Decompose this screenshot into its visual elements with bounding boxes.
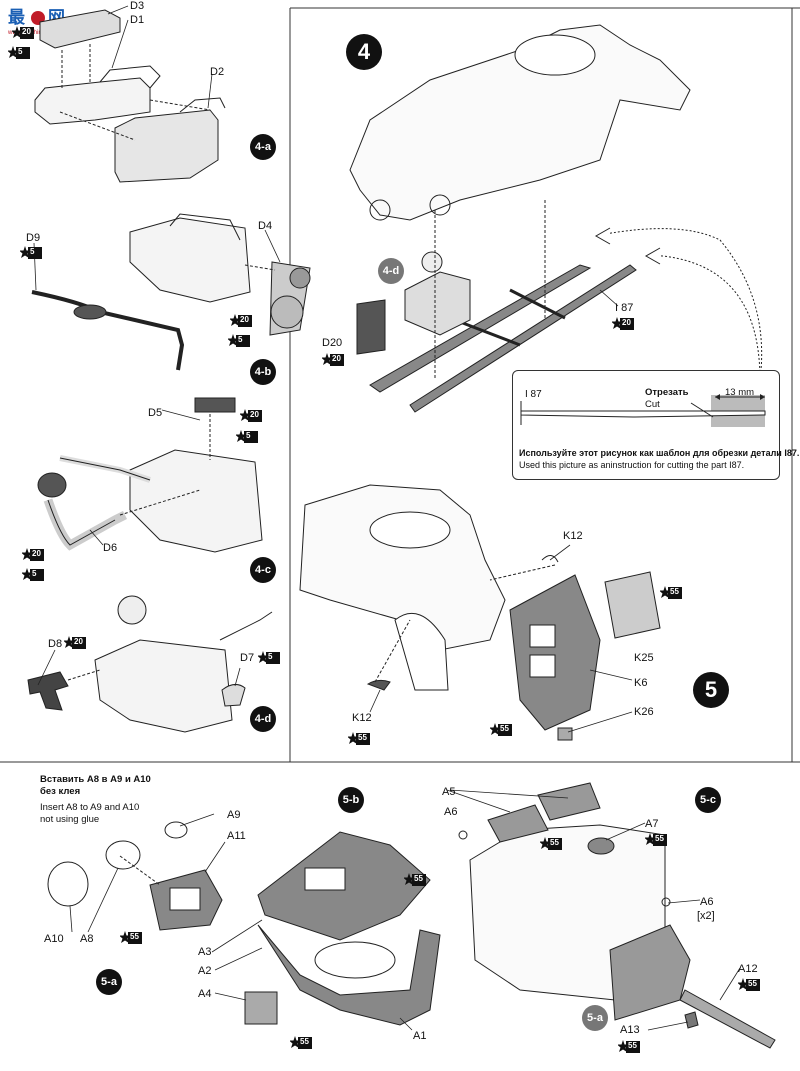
substep-4b-badge: 4-b bbox=[250, 359, 276, 385]
part-label-d1: D1 bbox=[130, 14, 145, 26]
part-label-a6-right: A6 bbox=[700, 896, 714, 908]
note-5a-ru-2: без клея bbox=[40, 786, 81, 797]
note-5a-en-2: not using glue bbox=[40, 814, 100, 825]
substep-4a-badge: 4-a bbox=[250, 134, 276, 160]
drawing-step4-hull bbox=[349, 24, 763, 413]
part-label-a6-left: A6 bbox=[444, 806, 458, 818]
template-length: 13 mm bbox=[725, 387, 755, 398]
substep-5c-badge: 5-c bbox=[695, 787, 721, 813]
part-label-a11: A11 bbox=[227, 830, 246, 842]
part-label-d9: D9 bbox=[26, 232, 41, 244]
drawing-step5-hull bbox=[299, 484, 661, 741]
sprue-tag: 20 bbox=[322, 353, 344, 367]
part-label-d8: D8 bbox=[48, 638, 63, 650]
sprue-tag: 5 bbox=[22, 568, 44, 582]
drawing-4d bbox=[27, 595, 273, 733]
part-label-a12: A12 bbox=[738, 963, 758, 975]
sprue-tag: 20 bbox=[22, 548, 44, 562]
part-label-d2: D2 bbox=[210, 66, 225, 78]
part-label-i87: I 87 bbox=[615, 302, 634, 314]
part-label-a10: A10 bbox=[44, 933, 64, 945]
substep-4d-ref-badge: 4-d bbox=[378, 258, 404, 284]
part-label-k6: K6 bbox=[634, 677, 648, 689]
sprue-tag: 55 bbox=[120, 931, 142, 945]
part-label-a5: A5 bbox=[442, 786, 456, 798]
part-label-d20: D20 bbox=[322, 337, 343, 349]
drawing-5b bbox=[244, 831, 441, 1026]
sprue-tag: 20 bbox=[240, 409, 262, 423]
part-label-k12-top: K12 bbox=[563, 530, 583, 542]
drawing-4b bbox=[31, 213, 311, 371]
step-4-badge: 4 bbox=[346, 34, 382, 70]
part-label-a9: A9 bbox=[227, 809, 241, 821]
part-label-a3: A3 bbox=[198, 946, 212, 958]
sprue-tag: 20 bbox=[230, 314, 252, 328]
svg-text:最: 最 bbox=[8, 8, 26, 28]
sprue-tag: 20 bbox=[612, 317, 634, 331]
part-label-a6-qty: [x2] bbox=[697, 910, 715, 922]
drawing-5a bbox=[47, 821, 223, 931]
leader-lines bbox=[33, 5, 741, 1031]
sprue-tag: 55 bbox=[540, 837, 562, 851]
drawing-5c bbox=[458, 782, 776, 1049]
template-cut-ru: Отрезать bbox=[645, 387, 689, 398]
note-5a: Вставить А8 в А9 и А10 без клея Insert A… bbox=[40, 774, 151, 826]
part-label-d3: D3 bbox=[130, 0, 145, 12]
template-part-label: I 87 bbox=[525, 389, 542, 400]
sprue-tag: 20 bbox=[12, 26, 34, 40]
sprue-tag: 55 bbox=[490, 723, 512, 737]
drawing-4a bbox=[34, 9, 226, 183]
substep-5b-badge: 5-b bbox=[338, 787, 364, 813]
sprue-tag: 5 bbox=[228, 334, 250, 348]
part-label-a7: A7 bbox=[645, 818, 659, 830]
part-label-k12-bottom: K12 bbox=[352, 712, 372, 724]
part-label-d5: D5 bbox=[148, 407, 163, 419]
sprue-tag: 5 bbox=[258, 651, 280, 665]
template-caption-ru: Используйте этот рисунок как шаблон для … bbox=[519, 448, 800, 458]
sprue-tag: 55 bbox=[404, 873, 426, 887]
substep-5a-badge: 5-a bbox=[96, 969, 122, 995]
sprue-tag: 55 bbox=[618, 1040, 640, 1054]
part-label-a8: A8 bbox=[80, 933, 94, 945]
sprue-tag: 5 bbox=[8, 46, 30, 60]
substep-5a-ref-badge: 5-a bbox=[582, 1005, 608, 1031]
sprue-tag: 55 bbox=[348, 732, 370, 746]
template-drawing bbox=[520, 394, 766, 427]
part-label-a4: A4 bbox=[198, 988, 212, 1000]
part-label-d6: D6 bbox=[103, 542, 118, 554]
part-label-a2: A2 bbox=[198, 965, 212, 977]
part-label-a13: A13 bbox=[620, 1024, 640, 1036]
sprue-tag: 20 bbox=[64, 636, 86, 650]
note-5a-en-1: Insert A8 to A9 and A10 bbox=[40, 802, 140, 813]
step-5-badge: 5 bbox=[693, 672, 729, 708]
sprue-tag: 55 bbox=[738, 978, 760, 992]
note-5a-ru-1: Вставить А8 в А9 и А10 bbox=[40, 774, 151, 785]
cutting-template-box: I 87 Отрезать Cut 13 mm Используйте этот… bbox=[512, 370, 799, 480]
sprue-tag: 55 bbox=[290, 1036, 312, 1050]
sprue-tag: 5 bbox=[20, 246, 42, 260]
template-cut-en: Cut bbox=[645, 399, 660, 410]
drawing-4c bbox=[37, 397, 263, 553]
part-label-d7: D7 bbox=[240, 652, 255, 664]
sprue-tag: 5 bbox=[236, 430, 258, 444]
sprue-tag: 55 bbox=[660, 586, 682, 600]
substep-4d-badge: 4-d bbox=[250, 706, 276, 732]
part-label-k26: K26 bbox=[634, 706, 654, 718]
sprue-tag: 55 bbox=[645, 833, 667, 847]
part-label-k25: K25 bbox=[634, 652, 654, 664]
template-caption-en: Used this picture as aninstruction for c… bbox=[519, 460, 745, 470]
part-label-a1: A1 bbox=[413, 1030, 427, 1042]
substep-4c-badge: 4-c bbox=[250, 557, 276, 583]
part-label-d4: D4 bbox=[258, 220, 273, 232]
